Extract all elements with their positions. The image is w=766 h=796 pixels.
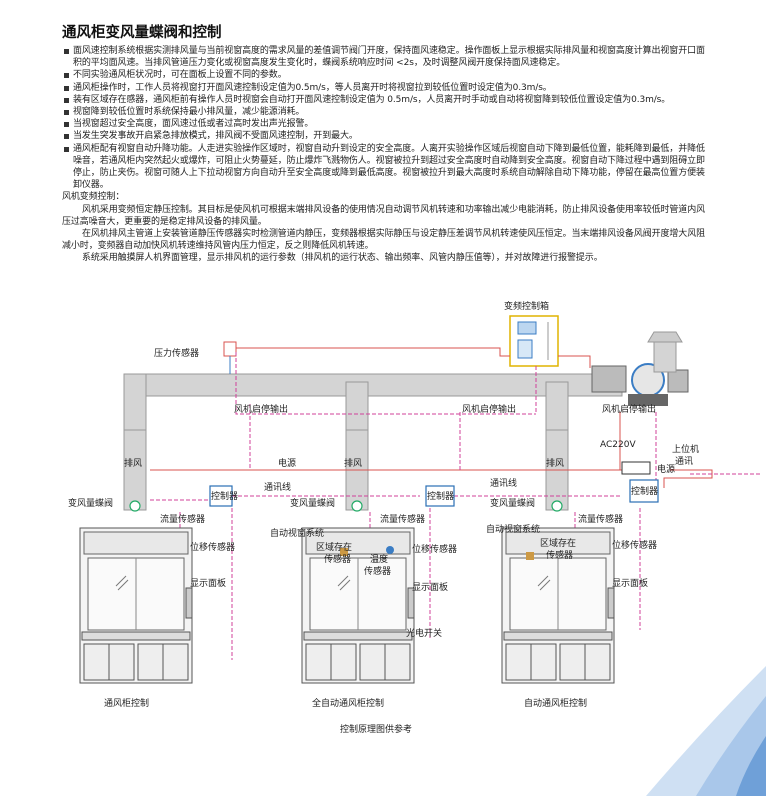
paragraph: 通风柜操作时，工作人员将视窗打开面风速控制设定值为0.5m/s，等人员离开时将视… xyxy=(62,82,710,94)
paragraph: 在风机排风主管道上安装管道静压传感器实时检测管道内静压，变频器根据实际静压与设定… xyxy=(62,229,706,252)
fan-start-stop-label: 风机启停输出 xyxy=(234,403,288,415)
controller-label: 控制器 xyxy=(427,490,454,502)
body-text: 面风速控制系统根据实测排风量与当前视窗高度的需求风量的差值调节阀门开度，保持面风… xyxy=(62,45,710,265)
vav-damper-label: 变风量蝶阀 xyxy=(68,497,113,509)
temperature-sensor-label: 温度 xyxy=(370,553,388,565)
display-panel-label: 显示面板 xyxy=(612,577,648,589)
vav-damper-label: 变风量蝶阀 xyxy=(290,497,335,509)
zone-sensor-label: 区域存在 xyxy=(540,537,576,549)
paragraph: 面风速控制系统根据实测排风量与当前视窗高度的需求风量的差值调节阀门开度，保持面风… xyxy=(62,45,710,69)
upper-pc-label: 上位机 xyxy=(672,443,699,455)
auto-window-label: 自动视窗系统 xyxy=(270,527,324,539)
position-sensor-label: 位移传感器 xyxy=(190,541,235,553)
position-sensor-label: 位移传感器 xyxy=(412,543,457,555)
fan-start-stop-label: 风机启停输出 xyxy=(602,403,656,415)
exhaust-label: 排风 xyxy=(124,457,142,469)
zone-sensor-label: 传感器 xyxy=(324,553,351,565)
controller-label: 控制器 xyxy=(631,485,658,497)
comm-label: 通讯 xyxy=(675,456,693,467)
cabinet-caption: 全自动通风柜控制 xyxy=(312,697,384,709)
paragraph: 风机变频控制： xyxy=(62,192,125,203)
power-label: 电源 xyxy=(657,463,675,475)
paragraph: 风机采用变频恒定静压控制。其目标是使风机可根据末端排风设备的使用情况自动调节风机… xyxy=(62,204,706,227)
paragraph: 装有区域存在感器，通风柜前有操作人员时视窗会自动打开面风速控制设定值为 0.5m… xyxy=(62,94,710,106)
zone-sensor-label: 传感器 xyxy=(546,549,573,561)
position-sensor-label: 位移传感器 xyxy=(612,539,657,551)
display-panel-label: 显示面板 xyxy=(412,581,448,593)
cabinet-caption: 通风柜控制 xyxy=(104,697,149,709)
flow-sensor-label: 流量传感器 xyxy=(578,513,623,525)
temperature-sensor-label: 传感器 xyxy=(364,565,391,577)
exhaust-label: 排风 xyxy=(344,457,362,469)
paragraph: 当视窗超过安全高度，面风速过低或者过高时发出声光报警。 xyxy=(62,118,710,130)
ac220v-label: AC220V xyxy=(600,440,636,450)
comm-line-label: 通讯线 xyxy=(490,477,517,489)
cabinet-caption: 自动通风柜控制 xyxy=(524,697,587,709)
paragraph: 系统采用触摸屏人机界面管理，显示排风机的运行参数（排风机的运行状态、输出频率、风… xyxy=(82,253,603,264)
flow-sensor-label: 流量传感器 xyxy=(380,513,425,525)
auto-window-label: 自动视窗系统 xyxy=(486,523,540,535)
vav-damper-label: 变风量蝶阀 xyxy=(490,497,535,509)
exhaust-label: 排风 xyxy=(546,457,564,469)
paragraph: 视窗降到较低位置时系统保持最小排风量，减少能源消耗。 xyxy=(62,106,710,118)
flow-sensor-label: 流量传感器 xyxy=(160,513,205,525)
power-label: 电源 xyxy=(278,457,296,469)
paragraph: 通风柜配有视窗自动升降功能。人走进实验操作区域时，视窗自动升到设定的安全高度。人… xyxy=(62,143,710,192)
display-panel-label: 显示面板 xyxy=(190,577,226,589)
decorative-wave xyxy=(646,666,766,796)
zone-sensor-label: 区域存在 xyxy=(316,541,352,553)
paragraph: 不同实验通风柜状况时，可在面板上设置不同的参数。 xyxy=(62,69,710,81)
controller-label: 控制器 xyxy=(211,490,238,502)
page-title: 通风柜变风量蝶阀和控制 xyxy=(62,25,222,41)
vfd-box-label: 变频控制箱 xyxy=(504,300,549,312)
comm-line-label: 通讯线 xyxy=(264,481,291,493)
diagram-caption: 控制原理图供参考 xyxy=(340,723,412,735)
paragraph: 当发生突发事故开启紧急排放模式，排风阀不受面风速控制，开到最大。 xyxy=(62,130,710,142)
control-schematic-diagram: 变频控制箱 压力传感器 风机启停输出 风机启停输出 风机启停输出 AC220V … xyxy=(68,300,760,735)
fan-start-stop-label: 风机启停输出 xyxy=(462,403,516,415)
pressure-sensor-label: 压力传感器 xyxy=(154,347,199,359)
photo-switch-label: 光电开关 xyxy=(406,627,442,639)
